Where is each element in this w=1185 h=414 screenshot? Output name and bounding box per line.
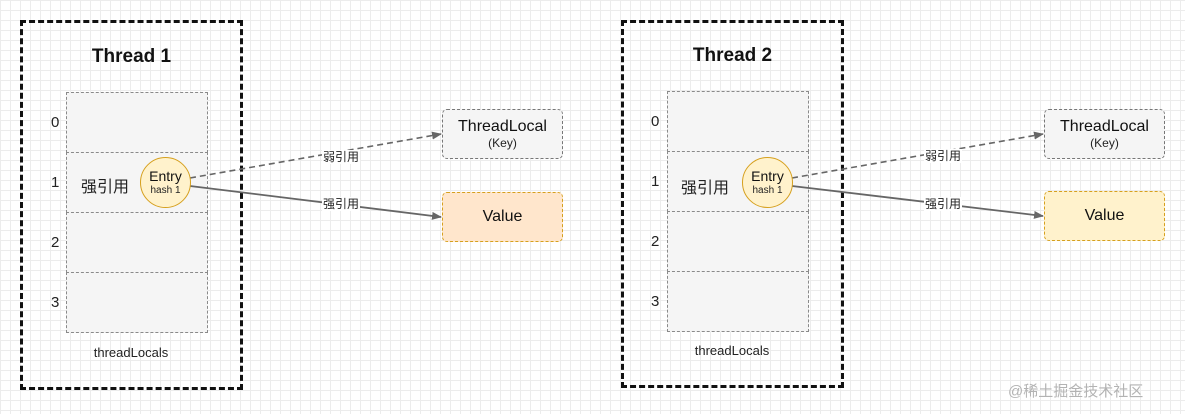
thread-2-threadlocal-key-box: ThreadLocal (Key) bbox=[1044, 109, 1165, 159]
thread-2-strong-ref-label: 强引用 bbox=[681, 180, 730, 197]
thread-1-slot-3 bbox=[66, 272, 208, 333]
thread-2-entry-node: Entry hash 1 bbox=[742, 157, 793, 208]
thread-1-title: Thread 1 bbox=[91, 46, 172, 67]
watermark-text: @稀土掘金技术社区 bbox=[1008, 383, 1144, 400]
thread-1-value-box: Value bbox=[442, 192, 563, 242]
thread-1-index-0: 0 bbox=[51, 114, 60, 131]
thread-2-strong-edge-label: 强引用 bbox=[924, 197, 963, 211]
thread-2-threadlocal-subtitle: (Key) bbox=[1090, 136, 1119, 150]
thread-1-container bbox=[20, 20, 243, 390]
thread-2-value-box: Value bbox=[1044, 191, 1165, 241]
thread-2-caption: threadLocals bbox=[694, 343, 770, 358]
thread-2-index-1: 1 bbox=[651, 173, 660, 190]
thread-1-strong-edge bbox=[189, 185, 442, 220]
thread-2-threadlocal-title: ThreadLocal bbox=[1060, 118, 1149, 135]
thread-2-strong-edge bbox=[791, 185, 1044, 219]
thread-1-entry-node: Entry hash 1 bbox=[140, 157, 191, 208]
thread-1-threadlocal-key-box: ThreadLocal (Key) bbox=[442, 109, 563, 159]
thread-2-entry-hash: hash 1 bbox=[752, 185, 783, 196]
thread-2-index-2: 2 bbox=[651, 233, 660, 250]
thread-1-strong-edge-label: 强引用 bbox=[322, 197, 361, 211]
thread-1-entry-title: Entry bbox=[149, 168, 182, 184]
thread-2-container bbox=[621, 20, 844, 388]
thread-1-index-2: 2 bbox=[51, 234, 60, 251]
thread-1-index-3: 3 bbox=[51, 294, 60, 311]
thread-1-index-1: 1 bbox=[51, 174, 60, 191]
thread-1-caption: threadLocals bbox=[93, 345, 169, 360]
thread-2-index-3: 3 bbox=[651, 293, 660, 310]
thread-1-weak-edge bbox=[189, 131, 442, 179]
thread-2-slot-0 bbox=[667, 91, 809, 152]
thread-2-entry-title: Entry bbox=[751, 168, 784, 184]
thread-1-slot-2 bbox=[66, 212, 208, 273]
thread-2-index-0: 0 bbox=[651, 113, 660, 130]
thread-2-slot-2 bbox=[667, 211, 809, 272]
thread-1-slot-0 bbox=[66, 92, 208, 153]
thread-2-weak-edge bbox=[791, 131, 1044, 179]
thread-2-weak-edge-label: 弱引用 bbox=[924, 149, 963, 163]
thread-1-weak-edge-label: 弱引用 bbox=[322, 150, 361, 164]
thread-1-strong-ref-label: 强引用 bbox=[81, 179, 130, 196]
thread-2-title: Thread 2 bbox=[692, 45, 773, 66]
thread-1-entry-hash: hash 1 bbox=[150, 185, 181, 196]
thread-1-threadlocal-title: ThreadLocal bbox=[458, 118, 547, 135]
thread-2-slot-3 bbox=[667, 271, 809, 332]
thread-1-threadlocal-subtitle: (Key) bbox=[488, 136, 517, 150]
